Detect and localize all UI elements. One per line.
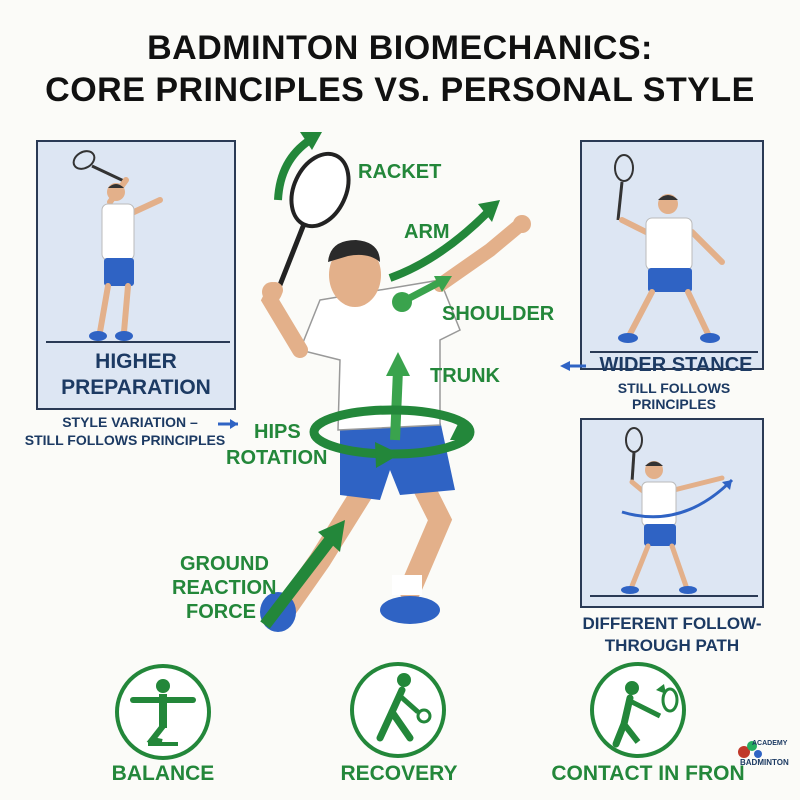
logo-line2: BADMINTON xyxy=(740,758,789,767)
wider-stance-title: WIDER STANCE xyxy=(599,354,753,376)
page-title-line1: BADMINTON BIOMECHANICS: xyxy=(147,29,653,67)
left-style-note-2: STILL FOLLOWS PRINCIPLES xyxy=(24,432,226,448)
right-panel-follow-through xyxy=(580,418,764,608)
left-panel-higher-preparation: HIGHER PREPARATION xyxy=(36,140,236,410)
wider-stance-note: STILL FOLLOWS PRINCIPLES xyxy=(617,380,731,412)
label-racket: RACKET xyxy=(358,161,442,183)
right-panel-wider-stance xyxy=(580,140,764,370)
left-style-note-1: STYLE VARIATION – xyxy=(62,414,198,430)
player-wide-stance-illustration xyxy=(590,154,758,353)
label-ground-3: FORCE xyxy=(186,601,256,623)
recovery-icon xyxy=(350,662,446,758)
label-trunk: TRUNK xyxy=(430,365,500,387)
higher-preparation-title-2: PREPARATION xyxy=(61,376,211,399)
follow-through-title-2: THROUGH PATH xyxy=(604,636,740,655)
higher-preparation-title-1: HIGHER xyxy=(95,350,177,373)
player-high-prep-illustration xyxy=(46,150,230,343)
label-hips-2: ROTATION xyxy=(226,447,328,469)
balance-icon xyxy=(115,664,211,760)
footer-balance-label: BALANCE xyxy=(111,762,215,785)
label-ground-1: GROUND xyxy=(180,553,269,575)
footer-recovery-label: RECOVERY xyxy=(340,762,458,785)
page-title-line2: CORE PRINCIPLES VS. PERSONAL STYLE xyxy=(45,71,755,109)
contact-icon xyxy=(590,662,686,758)
label-hips-1: HIPS xyxy=(254,421,301,443)
label-ground-2: REACTION xyxy=(172,577,277,599)
footer-contact-label: CONTACT IN FRON xyxy=(551,762,745,785)
player-follow-through-illustration xyxy=(590,427,758,597)
follow-through-title-1: DIFFERENT FOLLOW- xyxy=(582,614,762,633)
logo-line1: ACADEMY xyxy=(752,740,788,747)
label-shoulder: SHOULDER xyxy=(442,303,555,325)
label-arm: ARM xyxy=(404,221,450,243)
